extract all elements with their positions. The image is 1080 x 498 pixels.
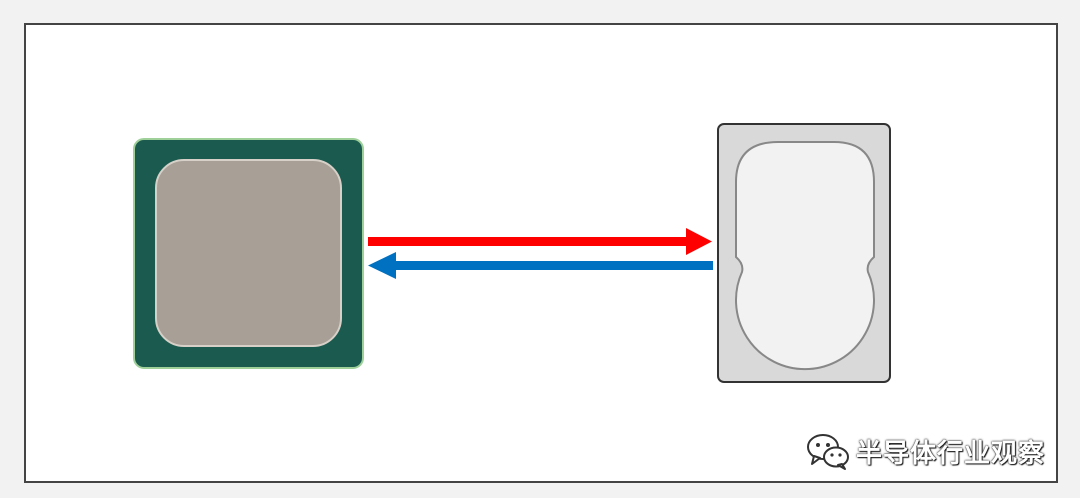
drive-cavity — [735, 141, 875, 371]
arrow-to-drive-shaft — [368, 237, 690, 246]
arrow-to-drive — [368, 228, 712, 255]
arrow-to-processor-shaft — [392, 261, 713, 270]
watermark: 半导体行业观察 — [806, 428, 1045, 474]
processor-die — [155, 159, 342, 347]
storage-drive — [717, 123, 891, 383]
watermark-text: 半导体行业观察 — [856, 438, 1046, 469]
arrow-to-processor-head — [368, 252, 396, 279]
processor-chip — [133, 138, 364, 369]
arrow-to-processor — [368, 252, 713, 279]
wechat-icon — [807, 434, 849, 470]
arrow-to-drive-head — [686, 228, 712, 255]
